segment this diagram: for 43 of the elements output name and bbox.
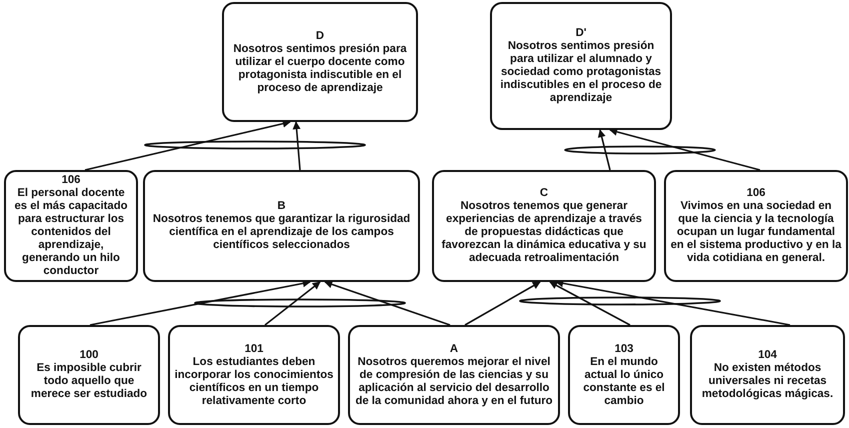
statement-code: 106 [62, 174, 80, 187]
statement-box [348, 325, 560, 425]
statement-code: D [316, 30, 324, 42]
statement-code: 103 [614, 342, 634, 356]
arrow [598, 129, 611, 170]
statement-box [4, 170, 138, 282]
arrow [264, 281, 321, 326]
statement-code: D' [576, 27, 586, 40]
arrow [292, 121, 301, 170]
statement-text: Nosotros tenemos que generar experiencias de aprendizaje a través de propuestas didácticas que favorezcan la dinámica educativa y su adecuada retroalimentación [440, 200, 648, 265]
statement-text: En el mundo actual lo único constante es el cambio [582, 356, 666, 408]
arrow [324, 280, 450, 326]
statement-text: El personal docente es el más capacitado para estructurar los contenidos del aprendizaje, generando un hilo conductor [13, 187, 129, 278]
statement-code: B [277, 200, 286, 213]
statement-text: Vivimos en una sociedad en que la ciencia y la tecnología ocupan un lugar fundamental en el sistema productivo y en la vida cotidiana en general. [670, 200, 842, 265]
statement-text: Los estudiantes deben incorporar los conocimientos científicos en un tiempo relativamente corto [174, 356, 334, 408]
arrow [464, 281, 541, 326]
statement-text: Nosotros queremos mejorar el nivel de compresión de las ciencias y su aplicación al servicio del desarrollo de la comunidad ahora y en el futuro [354, 356, 554, 408]
statement-text: No existen métodos universales ni recetas metodológicas mágicas. [700, 362, 834, 401]
arrow [555, 279, 790, 326]
statement-box [568, 325, 680, 425]
statement-text: Nosotros sentimos presión para utilizar el alumnado y sociedad como protagonistas indiscutibles en el proceso de aprendizaje [499, 40, 663, 105]
statement-code: 101 [244, 342, 264, 356]
statement-box [18, 325, 160, 425]
arrow [549, 281, 630, 326]
arrow [609, 128, 760, 171]
statement-box [690, 325, 845, 425]
statement-box [168, 325, 340, 425]
statement-text: Es imposible cubrir todo aquello que merece ser estudiado [30, 362, 148, 401]
statement-code: 104 [758, 349, 777, 362]
statement-box [432, 170, 656, 282]
statement-box [143, 170, 420, 282]
statement-code: C [540, 187, 548, 200]
statement-box [664, 170, 848, 282]
statement-code: A [450, 342, 458, 356]
statement-box [490, 2, 672, 130]
arrow [84, 120, 291, 171]
statement-code: 106 [746, 187, 766, 200]
statement-code: 100 [80, 349, 98, 362]
statement-text: Nosotros sentimos presión para utilizar el cuerpo docente como protagonista indiscutible en el proceso de aprendizaje [232, 42, 408, 94]
statement-box [222, 2, 418, 122]
statement-text: Nosotros tenemos que garantizar la rigurosidad científica en el aprendizaje de los campos científicos seleccionados [152, 213, 412, 252]
arrow [90, 279, 311, 326]
